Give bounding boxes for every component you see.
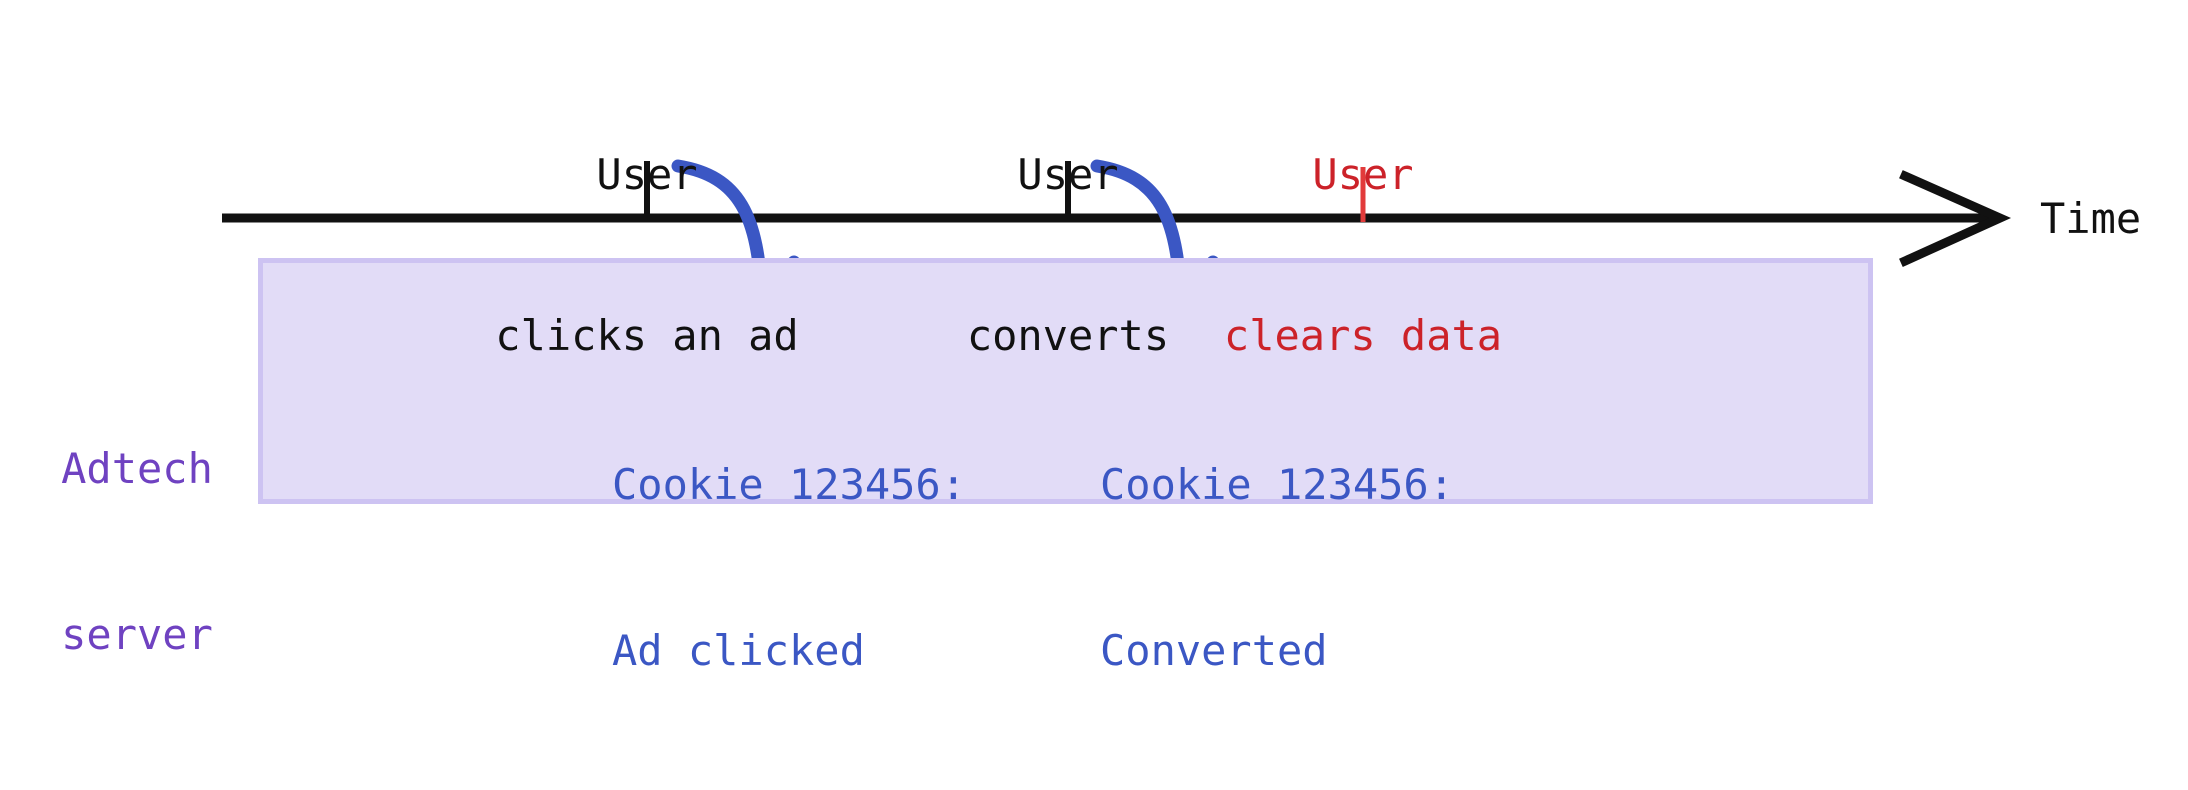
event-label-clear-data: User clears data xyxy=(1183,40,1543,470)
adtech-server-label: Adtech server xyxy=(32,330,242,774)
cookie-record-converted: Cookie 123456: Converted xyxy=(1100,346,1454,790)
adtech-server-box xyxy=(258,258,1873,504)
event-label-conversion-line2: converts xyxy=(966,310,1170,360)
event-label-clear-data-line1: User xyxy=(1312,149,1414,199)
event-label-ad-click-line1: User xyxy=(596,149,698,199)
event-label-conversion-line1: User xyxy=(1017,149,1119,199)
adtech-server-label-line1: Adtech xyxy=(61,443,213,493)
event-label-clear-data-line2: clears data xyxy=(1223,310,1503,360)
cookie-record-converted-line2: Converted xyxy=(1100,626,1328,676)
event-label-ad-click: User clicks an ad xyxy=(467,40,827,470)
axis-arrow-head-icon xyxy=(1899,170,2012,267)
time-axis-label: Time xyxy=(2040,194,2142,243)
timeline-diagram: User clicks an ad User converts User cle… xyxy=(61,40,2142,676)
cookie-record-ad-clicked-line1: Cookie 123456: xyxy=(612,459,967,509)
adtech-server-label-line2: server xyxy=(61,610,213,660)
cookie-record-ad-clicked-line2: Ad clicked xyxy=(612,626,865,676)
event-label-ad-click-line2: clicks an ad xyxy=(495,310,799,360)
cookie-record-ad-clicked: Cookie 123456: Ad clicked xyxy=(612,346,966,790)
cookie-record-converted-line1: Cookie 123456: xyxy=(1100,459,1455,509)
event-label-conversion: User converts xyxy=(888,40,1248,470)
